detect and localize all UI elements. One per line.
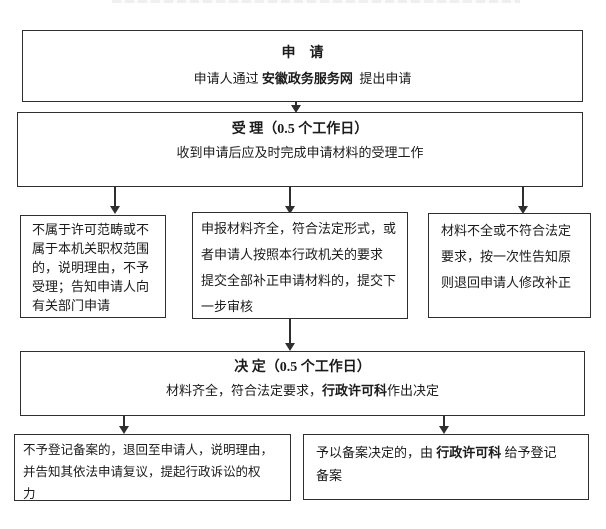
approve-body-department: 行政许可科 — [436, 445, 502, 460]
decision-body-suffix: 作出决定 — [387, 383, 440, 398]
branch-left-body: 不属于许可范畴或不 属于本机关职权范围 的，说明理由，不予 受理；告知申请人向 … — [32, 222, 150, 313]
branch-middle-body: 申报材料齐全，符合法定形式，或 者申请人按照本行政机关的要求 提交全部补正申请材… — [201, 221, 397, 314]
apply-subtitle-prefix: 申请人通过 — [193, 70, 262, 86]
reject-body: 不予登记备案的，退回至申请人，说明理由， 并告知其依法申请复议，提起行政诉讼的权… — [23, 443, 274, 501]
decision-title: 决 定（0.5 个工作日） — [234, 360, 371, 375]
branch-right-body: 材料不全或不符合法定 要求，按一次性告知原 则退回申请人修改补正 — [441, 223, 572, 290]
apply-subtitle-suffix: 提出申请 — [352, 70, 412, 86]
branch-right-box: 材料不全或不符合法定 要求，按一次性告知原 则退回申请人修改补正 — [428, 213, 591, 318]
branch-middle-box: 申报材料齐全，符合法定形式，或 者申请人按照本行政机关的要求 提交全部补正申请材… — [192, 212, 408, 319]
apply-title: 申 请 — [281, 45, 324, 61]
decision-body: 材料齐全，符合法定要求，行政许可科作出决定 — [166, 381, 439, 401]
approve-box: 予以备案决定的，由 行政许可科 给予登记 备案 — [303, 434, 589, 500]
arrow-decision-to-reject — [118, 416, 130, 434]
arrow-accept-to-middle-branch — [284, 187, 296, 214]
approve-body-suffix: 给予登记 备案 — [316, 445, 557, 483]
apply-subtitle-portal-name: 安徽政务服务网 — [261, 70, 353, 86]
branch-left-box: 不属于许可范畴或不 属于本机关职权范围 的，说明理由，不予 受理；告知申请人向 … — [20, 215, 166, 318]
arrow-decision-to-approve — [438, 416, 450, 434]
approve-body: 予以备案决定的，由 行政许可科 给予登记 备案 — [316, 441, 576, 487]
accept-title: 受 理（0.5 个工作日） — [231, 122, 369, 137]
decision-body-department: 行政许可科 — [321, 383, 387, 398]
apply-box: 申 请 申请人通过 安徽政务服务网 提出申请 — [22, 30, 583, 102]
arrow-apply-to-accept — [290, 102, 302, 113]
arrow-middle-branch-to-decision — [284, 319, 296, 351]
decision-body-prefix: 材料齐全，符合法定要求， — [165, 383, 322, 398]
accept-box: 受 理（0.5 个工作日） 收到申请后应及时完成申请材料的受理工作 — [17, 112, 583, 187]
accept-body: 收到申请后应及时完成申请材料的受理工作 — [176, 145, 424, 160]
cropped-text-remnant — [112, 0, 520, 3]
arrow-accept-to-left-branch — [109, 187, 121, 214]
approve-body-prefix: 予以备案决定的，由 — [316, 445, 437, 460]
decision-box: 决 定（0.5 个工作日） 材料齐全，符合法定要求，行政许可科作出决定 — [20, 351, 585, 416]
arrow-accept-to-right-branch — [517, 187, 529, 214]
apply-subtitle: 申请人通过 安徽政务服务网 提出申请 — [194, 69, 412, 89]
reject-box: 不予登记备案的，退回至申请人，说明理由， 并告知其依法申请复议，提起行政诉讼的权… — [14, 434, 291, 501]
